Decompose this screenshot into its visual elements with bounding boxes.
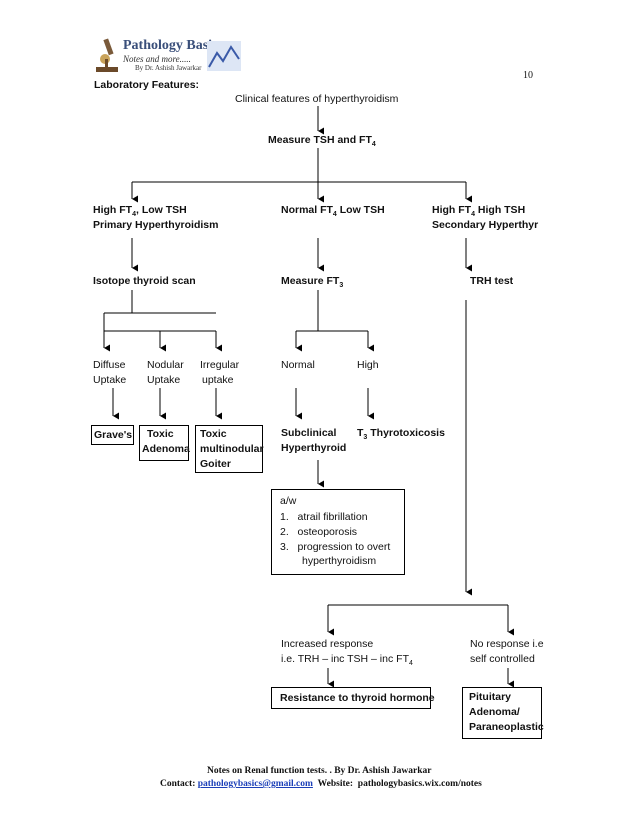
normal-label-a: Normal FT bbox=[281, 204, 333, 216]
node-irregular-l1: Irregular bbox=[200, 359, 240, 371]
aw-item-3-cont: hyperthyroidism bbox=[302, 555, 377, 567]
section-title: Laboratory Features: bbox=[94, 79, 200, 91]
resistance-label: Resistance to thyroid hormone bbox=[280, 692, 435, 704]
toxic-adenoma-box: Toxic Adenoma bbox=[139, 425, 190, 461]
node-noresp-l1: No response i.e bbox=[470, 638, 544, 650]
measure-ft3-label: Measure FT bbox=[281, 275, 340, 287]
footer-website-label: Website: bbox=[317, 779, 354, 789]
subscript-4: 4 bbox=[371, 141, 376, 149]
footer-line2: Contact: pathologybasics@gmail.com Websi… bbox=[160, 779, 482, 789]
subscript-4: 4 bbox=[471, 211, 475, 219]
node-ft3-normal: Normal bbox=[281, 359, 315, 371]
subscript-4: 4 bbox=[132, 211, 136, 219]
t3-rest: Thyrotoxicosis bbox=[367, 427, 445, 439]
associations-box: a/w 1. atrail fibrillation 2. osteoporos… bbox=[271, 489, 405, 575]
node-t3-thyrotoxicosis: T3 Thyrotoxicosis bbox=[357, 426, 445, 445]
node-primary-line2: Primary Hyperthyroidism bbox=[93, 219, 219, 231]
toxic-mng-box: Toxic multinodular Goiter bbox=[195, 425, 264, 473]
toxic-adenoma-l2: Adenoma bbox=[142, 443, 190, 455]
resistance-box: Resistance to thyroid hormone bbox=[271, 687, 435, 709]
increased-l2-text: i.e. TRH – inc TSH – inc FT bbox=[281, 653, 409, 665]
pituitary-l2: Adenoma/ bbox=[469, 706, 520, 718]
measure-tsh-ft4-label: Measure TSH and FT bbox=[268, 134, 372, 146]
page-number: 10 bbox=[523, 70, 533, 81]
toxic-adenoma-l1: Toxic bbox=[147, 428, 174, 440]
node-subclinical-l2: Hyperthyroid bbox=[281, 442, 347, 454]
microscope-icon bbox=[96, 38, 118, 72]
logo-title: Pathology Basics bbox=[123, 38, 224, 53]
aw-item-3: 3. progression to overt bbox=[280, 541, 391, 553]
secondary-label-b: High TSH bbox=[474, 204, 526, 216]
primary-label-a: High FT bbox=[93, 204, 133, 216]
node-ft3-high: High bbox=[357, 359, 379, 371]
toxic-mng-l1: Toxic bbox=[200, 428, 227, 440]
footer-contact-label: Contact: bbox=[160, 779, 196, 789]
node-measure-ft3: Measure FT3 bbox=[281, 274, 343, 293]
toxic-mng-l2: multinodular bbox=[200, 443, 264, 455]
aw-item-1-text: atrail fibrillation bbox=[297, 511, 368, 523]
pituitary-l1: Pituitary bbox=[469, 691, 512, 703]
node-trh-test: TRH test bbox=[470, 275, 514, 287]
node-clinical-features: Clinical features of hyperthyroidism bbox=[235, 93, 399, 105]
node-isotope-scan: Isotope thyroid scan bbox=[93, 275, 196, 287]
primary-label-b: , Low TSH bbox=[135, 204, 187, 216]
aw-item-1: 1. atrail fibrillation bbox=[280, 511, 368, 523]
graves-label: Grave's bbox=[94, 429, 133, 441]
node-measure-tsh-ft4: Measure TSH and FT4 bbox=[268, 133, 376, 152]
pituitary-box: Pituitary Adenoma/ Paraneoplastic bbox=[462, 687, 544, 739]
node-subclinical-l1: Subclinical bbox=[281, 427, 337, 439]
pathology-basics-logo: Pathology Basics Notes and more..... By … bbox=[93, 37, 241, 77]
t3-prefix: T bbox=[357, 427, 364, 439]
logo-author: By Dr. Ashish Jawarkar bbox=[135, 64, 202, 72]
node-irregular-l2: uptake bbox=[202, 374, 234, 386]
node-increased-l1: Increased response bbox=[281, 638, 374, 650]
node-diffuse-l1: Diffuse bbox=[93, 359, 126, 371]
normal-label-b: Low TSH bbox=[336, 204, 385, 216]
node-secondary-line2: Secondary Hyperthyr bbox=[432, 219, 539, 231]
node-secondary-line1: High FT4 High TSH bbox=[432, 203, 525, 222]
graves-box: Grave's bbox=[91, 425, 134, 445]
node-primary-line1: High FT4, Low TSH bbox=[93, 203, 187, 222]
subscript-3: 3 bbox=[363, 434, 368, 442]
footer-email-link[interactable]: pathologybasics@gmail.com bbox=[197, 779, 313, 789]
aw-item-2: 2. osteoporosis bbox=[280, 526, 358, 538]
subscript-3: 3 bbox=[339, 282, 344, 290]
logo-subtitle: Notes and more..... bbox=[123, 54, 191, 64]
secondary-label-a: High FT bbox=[432, 204, 472, 216]
footer-website: pathologybasics.wix.com/notes bbox=[357, 779, 482, 789]
logo-graphic bbox=[207, 41, 241, 71]
footer-line1: Notes on Renal function tests. . By Dr. … bbox=[207, 766, 432, 776]
toxic-mng-l3: Goiter bbox=[200, 458, 231, 470]
subscript-4: 4 bbox=[408, 660, 413, 668]
aw-item-3-text: progression to overt bbox=[297, 541, 391, 553]
pituitary-l3: Paraneoplastic bbox=[469, 721, 544, 733]
node-increased-l2: i.e. TRH – inc TSH – inc FT4 bbox=[281, 652, 413, 671]
aw-title: a/w bbox=[280, 495, 297, 507]
node-noresp-l2: self controlled bbox=[470, 653, 535, 665]
node-nodular-l1: Nodular bbox=[147, 359, 184, 371]
aw-item-2-text: osteoporosis bbox=[297, 526, 358, 538]
node-nodular-l2: Uptake bbox=[147, 374, 181, 386]
node-normal-ft4: Normal FT4 Low TSH bbox=[281, 203, 385, 222]
subscript-4: 4 bbox=[332, 211, 337, 219]
node-diffuse-l2: Uptake bbox=[93, 374, 127, 386]
